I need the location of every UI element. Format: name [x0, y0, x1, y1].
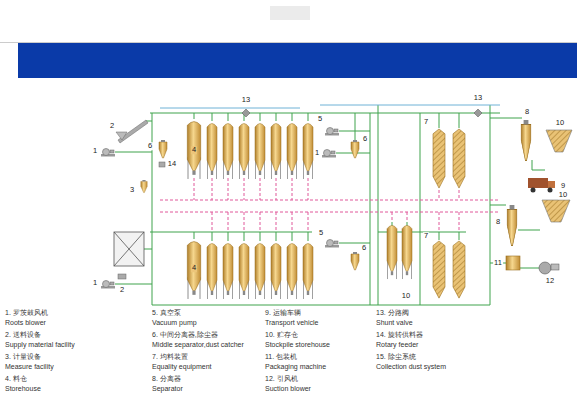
callout-number: 6	[361, 244, 367, 252]
legend-text: 7. 均料装置	[152, 353, 188, 361]
callout-number: 1	[314, 149, 320, 157]
callout-number: 10	[558, 191, 568, 199]
legend-text: Vacuum pump	[152, 319, 197, 327]
legend-text: Rotary feeder	[376, 341, 418, 349]
legend-text: 9. 运输车辆	[265, 309, 301, 317]
callout-number: 10	[401, 292, 411, 300]
callout-number: 5	[318, 229, 324, 237]
callout-number: 12	[545, 277, 555, 285]
legend-text: Shunt valve	[376, 319, 413, 327]
legend-text: Stockpile storehouse	[265, 341, 330, 349]
legend-text: Collection dust system	[376, 363, 446, 371]
callout-number: 6	[362, 135, 368, 143]
legend-text: 13. 分路阀	[376, 309, 409, 317]
legend-text: Packaging machine	[265, 363, 326, 371]
legend-text: 3. 计量设备	[5, 353, 41, 361]
legend-text: 2. 送料设备	[5, 331, 41, 339]
callout-number: 13	[473, 94, 483, 102]
legend-text: 10. 贮存仓	[265, 331, 298, 339]
legend-text: Supply material facility	[5, 341, 75, 349]
callout-number: 11	[493, 259, 503, 267]
legend-text: Separator	[152, 385, 183, 393]
legend-text: Middle separator,dust catcher	[152, 341, 244, 349]
callout-number: 9	[560, 182, 566, 190]
legend-text: 4. 料仓	[5, 375, 27, 383]
callout-number: 7	[423, 232, 429, 240]
legend-text: Transport vehicle	[265, 319, 318, 327]
callout-number: 14	[167, 160, 177, 168]
legend-text: 14. 旋转供料器	[376, 331, 423, 339]
callout-number: 7	[423, 118, 429, 126]
legend-text: 5. 真空泵	[152, 309, 181, 317]
callout-number: 1	[92, 147, 98, 155]
legend-text: Suction blower	[265, 385, 311, 393]
legend-text: Equality equipment	[152, 363, 212, 371]
callout-number: 4	[191, 146, 197, 154]
legend-text: 12. 引风机	[265, 375, 298, 383]
callout-number: 5	[317, 115, 323, 123]
callout-number: 3	[129, 186, 135, 194]
legend-text: 1. 罗茨鼓风机	[5, 309, 48, 317]
legend-text: 6. 中间分离器,除尘器	[152, 331, 218, 339]
callout-number: 8	[495, 218, 501, 226]
callout-number: 2	[109, 122, 115, 130]
legend-text: Roots blower	[5, 319, 46, 327]
callout-number: 13	[241, 96, 251, 104]
callout-number: 1	[92, 279, 98, 287]
callout-number: 4	[191, 264, 197, 272]
callout-number: 2	[119, 286, 125, 294]
legend-text: 15. 除尘系统	[376, 353, 416, 361]
callout-number: 10	[555, 119, 565, 127]
legend-text: 8. 分离器	[152, 375, 181, 383]
legend-text: 11. 包装机	[265, 353, 297, 361]
callout-number: 8	[524, 108, 530, 116]
legend-text: Measure facility	[5, 363, 54, 371]
legend-text: Storehouse	[5, 385, 41, 393]
callout-number: 6	[147, 142, 153, 150]
